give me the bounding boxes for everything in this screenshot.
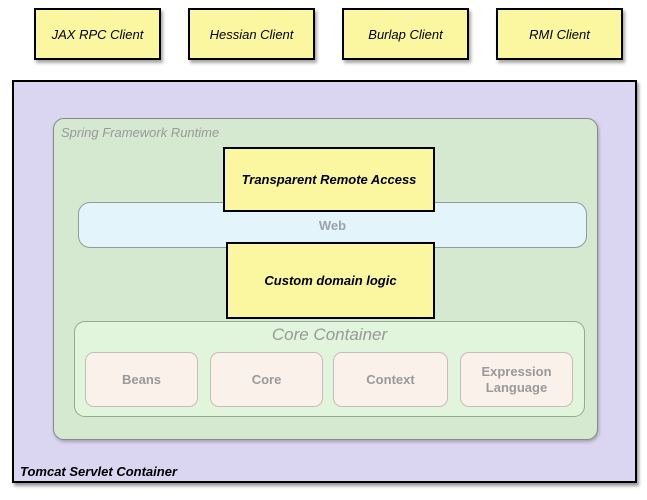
custom-domain-logic-label: Custom domain logic [264, 273, 397, 288]
module-beans: Beans [85, 352, 198, 407]
client-box-hessian: Hessian Client [188, 8, 315, 60]
client-box-label: RMI Client [529, 26, 590, 42]
tomcat-servlet-container: Spring Framework Runtime Web Transparent… [12, 80, 637, 483]
module-core: Core [210, 352, 323, 407]
custom-domain-logic-box: Custom domain logic [226, 242, 435, 319]
tomcat-servlet-container-label: Tomcat Servlet Container [20, 464, 178, 479]
spring-framework-runtime-label: Spring Framework Runtime [61, 125, 220, 140]
module-expression-language: Expression Language [460, 352, 573, 407]
spring-framework-runtime-container: Spring Framework Runtime Web Transparent… [53, 118, 598, 440]
module-label: Core [251, 371, 282, 387]
module-context: Context [333, 352, 448, 407]
client-box-burlap: Burlap Client [342, 8, 469, 60]
module-label: Beans [121, 371, 162, 387]
core-container: Core Container Beans Core Context Expres… [74, 321, 585, 417]
module-label: Expression Language [481, 363, 552, 395]
client-box-label: JAX RPC Client [51, 26, 144, 42]
transparent-remote-access-box: Transparent Remote Access [223, 147, 435, 212]
transparent-remote-access-label: Transparent Remote Access [241, 172, 417, 187]
web-layer-label: Web [318, 217, 347, 233]
client-box-label: Burlap Client [368, 26, 443, 42]
client-box-jax-rpc: JAX RPC Client [34, 8, 161, 60]
module-label: Context [366, 371, 415, 387]
core-container-label: Core Container [271, 325, 388, 344]
client-box-rmi: RMI Client [496, 8, 623, 60]
client-box-label: Hessian Client [209, 26, 294, 42]
